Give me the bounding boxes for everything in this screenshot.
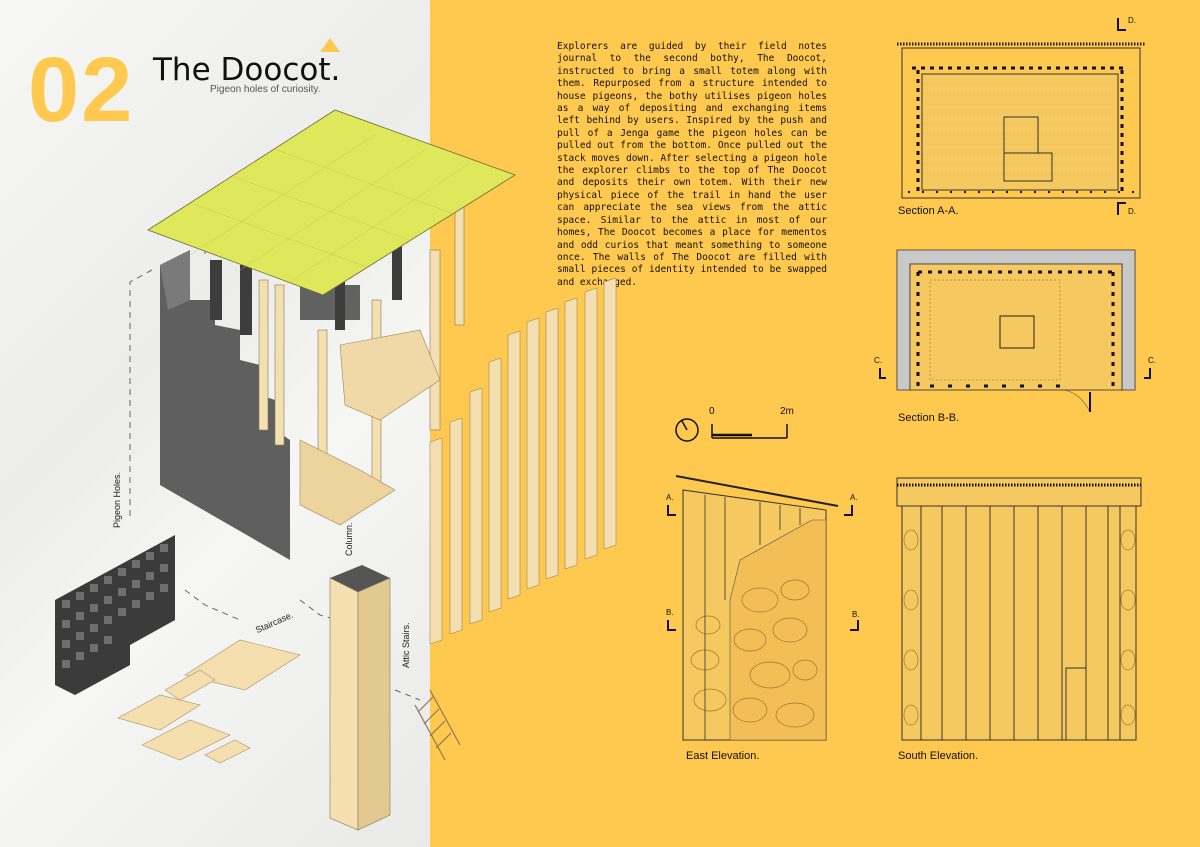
marker-d-bottom: D. [1128, 207, 1136, 216]
stone-wall [160, 250, 290, 560]
interior-floor [299, 439, 396, 526]
stone-wall-side [160, 250, 190, 310]
roof-grid [189, 134, 471, 286]
section-aa-caption: Section A-A. [898, 205, 959, 217]
marker-c-left: C. [874, 356, 882, 365]
description-text: Explorers are guided by their field note… [557, 41, 827, 288]
section-bb-drawing [879, 249, 1151, 413]
roof [147, 109, 516, 296]
marker-d-top: D. [1128, 16, 1136, 25]
scale-bar [675, 418, 788, 442]
marker-a-left: A. [666, 493, 674, 502]
marker-b-left: B. [666, 608, 674, 617]
section-bb-caption: Section B-B. [898, 412, 960, 424]
dark-frames [210, 230, 402, 335]
marker-c-right: C. [1148, 356, 1156, 365]
page-title: The Doocot. [153, 52, 341, 88]
east-elevation-caption: East Elevation. [686, 750, 760, 762]
staircase-pieces [117, 639, 301, 764]
scale-end-label: 2m [780, 406, 794, 417]
attic-stairs-element [414, 689, 461, 761]
marker-b-right: B. [852, 610, 860, 619]
marker-a-right: A. [850, 493, 858, 502]
sheet-number: 02 [28, 39, 135, 141]
scale-start-label: 0 [709, 406, 715, 417]
page-subtitle: Pigeon holes of curiosity. [210, 84, 321, 95]
column-element [329, 565, 391, 831]
south-elevation-caption: South Elevation. [898, 750, 979, 762]
east-elevation-drawing [667, 475, 859, 741]
exploded-boards [429, 277, 617, 645]
south-elevation-drawing [896, 477, 1142, 741]
section-aa-drawing [897, 18, 1145, 215]
interior-stairs [339, 329, 441, 421]
triangle-icon [320, 38, 340, 52]
pigeon-hole-block [55, 535, 175, 695]
